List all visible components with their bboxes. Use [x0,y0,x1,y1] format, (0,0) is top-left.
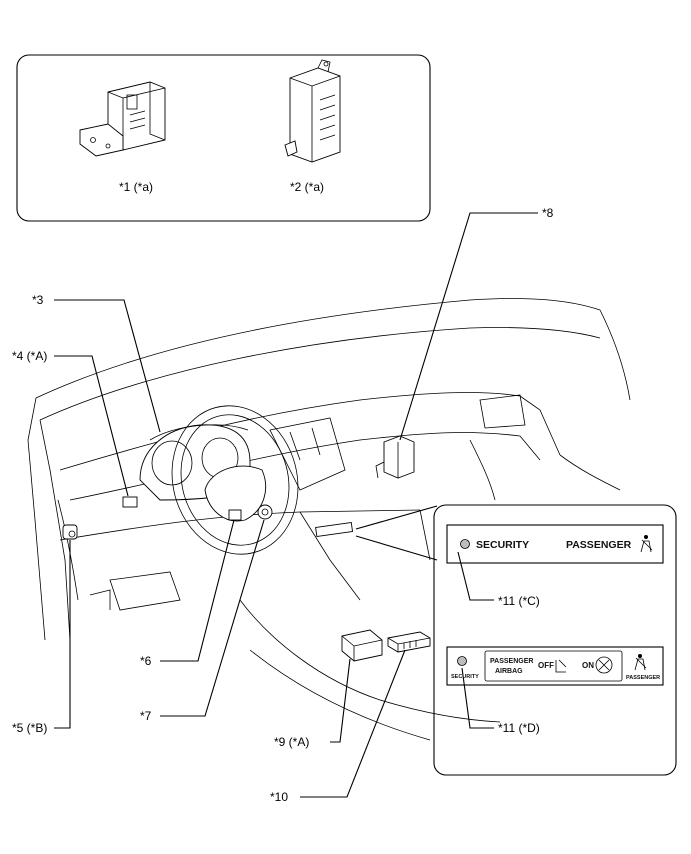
panel-d: SECURITY PASSENGER AIRBAG OFF ON PASSENG… [446,646,664,686]
label-11c: *11 (*C) [498,594,540,608]
airbag-off-icon [555,659,567,673]
label-11d: *11 (*D) [498,721,540,735]
part-7-switch [257,504,273,520]
panel-c-security-text: SECURITY [476,539,529,551]
part-1-ecu-bracket [79,81,166,157]
label-3: *3 [32,293,44,307]
label-6: *6 [140,654,152,668]
label-1: *1 (*a) [119,180,153,194]
label-9: *9 (*A) [274,735,309,749]
label-4: *4 (*A) [12,349,47,363]
part-2-module [284,59,341,163]
vehicle-interior-drawing [27,298,631,741]
panel-d-passenger-airbag-line2: AIRBAG [495,668,523,675]
airbag-on-icon [595,656,613,674]
panel-d-off-text: OFF [538,661,554,670]
part-8-module [375,435,415,479]
seatbelt-icon-d [634,654,647,671]
label-10: *10 [270,790,288,804]
label-2: *2 (*a) [290,180,324,194]
inset-box-top [16,54,431,222]
security-indicator-lamp [460,539,470,549]
seatbelt-icon [640,535,653,553]
part-5-component [62,524,78,540]
leader-lines [54,212,538,798]
panel-c: SECURITY PASSENGER [446,524,664,564]
panel-d-passenger-airbag-line1: PASSENGER [490,658,533,665]
panel-d-security-text: SECURITY [451,674,479,680]
part-4-component [122,496,138,508]
panel-d-on-text: ON [582,661,594,670]
indicator-strip [315,522,354,537]
security-indicator-lamp-d [457,656,467,666]
part-9-component [341,629,383,662]
panel-d-passenger-text: PASSENGER [626,675,660,681]
airbag-status-frame [484,650,623,682]
part-6-switch [228,509,242,521]
label-7: *7 [140,709,152,723]
part-10-component [387,631,431,653]
label-8: *8 [542,206,554,220]
label-5: *5 (*B) [12,721,47,735]
steering-wheel [171,405,299,555]
inset-box-right [433,504,677,776]
panel-c-passenger-text: PASSENGER [566,539,632,551]
